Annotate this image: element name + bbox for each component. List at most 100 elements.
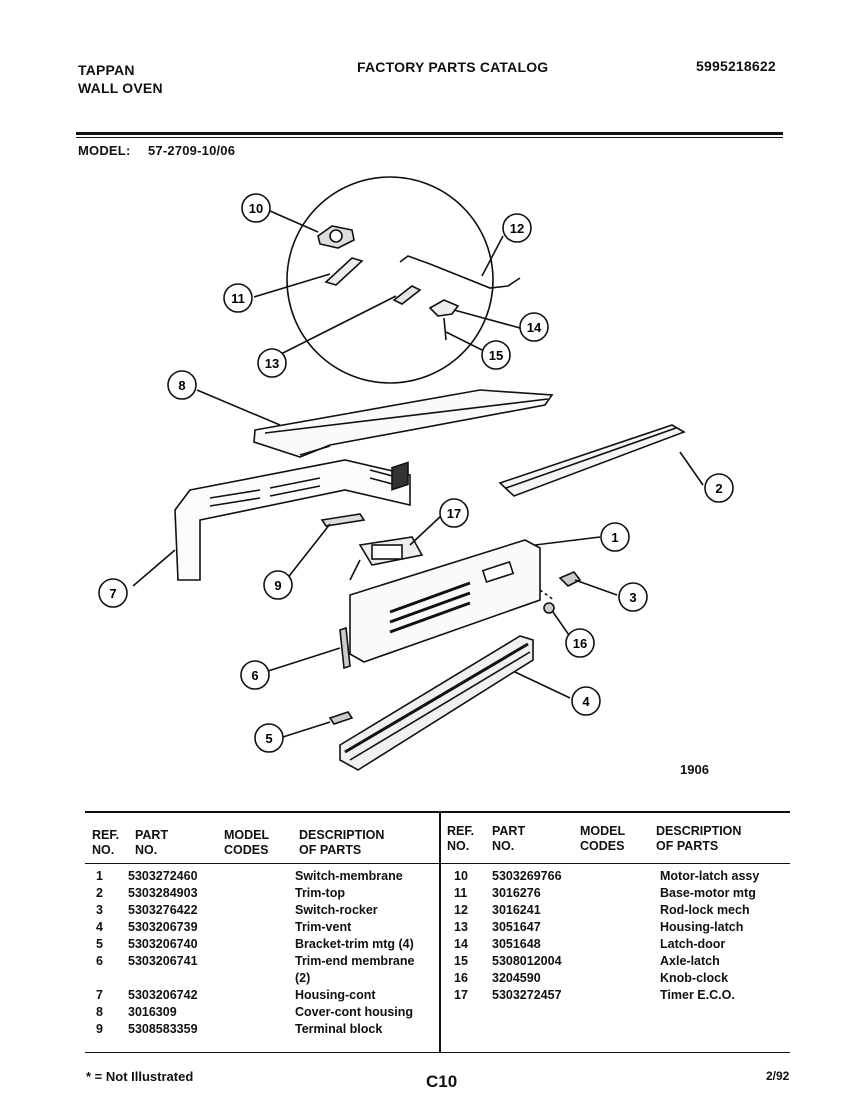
part-no: 5303206742 [128,988,198,1002]
description: Motor-latch assy [660,869,760,883]
callout-17: 17 [439,498,469,528]
svg-text:17: 17 [447,506,461,521]
part-no: 5303206739 [128,920,198,934]
ref-no: 9 [96,1022,103,1036]
callout-8: 8 [167,370,197,400]
callout-13: 13 [257,348,287,378]
callout-14: 14 [519,312,549,342]
svg-text:2: 2 [715,481,722,496]
ref-no: 12 [454,903,468,917]
description: Housing-cont [295,988,376,1002]
svg-text:12: 12 [510,221,524,236]
callout-5: 5 [254,723,284,753]
model-label: MODEL: [78,143,131,158]
table-bottom-rule [85,1052,790,1053]
part-no: 5308583359 [128,1022,198,1036]
ref-no: 3 [96,903,103,917]
callout-4: 4 [571,686,601,716]
svg-text:7: 7 [109,586,116,601]
description: Trim-end membrane [295,954,415,968]
part-no: 5303272460 [128,869,198,883]
svg-text:9: 9 [274,578,281,593]
catalog-number: 5995218622 [696,58,776,74]
right-ref-header: REF.NO. [447,824,475,853]
ref-no: 1 [96,869,103,883]
description: Trim-top [295,886,345,900]
callout-6: 6 [240,660,270,690]
ref-no: 11 [454,886,468,900]
part-no: 3051647 [492,920,541,934]
callout-1: 1 [600,522,630,552]
callout-10: 10 [241,193,271,223]
description: Base-motor mtg [660,886,756,900]
ref-no: 2 [96,886,103,900]
callout-3: 3 [618,582,648,612]
product-name: WALL OVEN [78,80,163,96]
description: Rod-lock mech [660,903,750,917]
part-no: 5303206741 [128,954,198,968]
description: (2) [295,971,311,985]
svg-text:8: 8 [178,378,185,393]
revision-date: 2/92 [766,1069,790,1083]
svg-text:13: 13 [265,356,279,371]
callout-12: 12 [502,213,532,243]
svg-text:16: 16 [573,636,587,651]
description: Trim-vent [295,920,352,934]
header-rule [76,132,783,135]
part-no: 3016276 [492,886,541,900]
description: Timer E.C.O. [660,988,735,1002]
catalog-title: FACTORY PARTS CATALOG [357,59,549,75]
callout-9: 9 [263,570,293,600]
model-value: 57-2709-10/06 [148,143,236,158]
part-no: 5303206740 [128,937,198,951]
description: Terminal block [295,1022,383,1036]
part-no: 3016309 [128,1005,177,1019]
ref-no: 7 [96,988,103,1002]
callout-15: 15 [481,340,511,370]
description: Cover-cont housing [295,1005,414,1019]
svg-text:11: 11 [231,291,245,306]
description: Switch-membrane [295,869,403,883]
svg-text:5: 5 [265,731,272,746]
svg-text:10: 10 [249,201,263,216]
page-number: C10 [426,1072,458,1091]
figure-number: 1906 [680,762,709,777]
part-no: 5308012004 [492,954,562,968]
svg-text:4: 4 [582,694,590,709]
description: Latch-door [660,937,726,951]
description: Switch-rocker [295,903,378,917]
part-no: 3051648 [492,937,541,951]
ref-no: 17 [454,988,468,1002]
detail-circle [286,176,494,384]
part-no: 5303284903 [128,886,198,900]
part-no: 3016241 [492,903,541,917]
callout-7: 7 [98,578,128,608]
svg-text:15: 15 [489,348,503,363]
part-no: 5303276422 [128,903,198,917]
ref-no: 5 [96,937,103,951]
svg-text:1: 1 [611,530,618,545]
ref-no: 16 [454,971,468,985]
svg-text:6: 6 [251,668,258,683]
exploded-parts-diagram: 10 11 12 13 14 15 8 2 17 1 7 9 3 16 6 4 … [98,176,734,771]
brand-name: TAPPAN [78,62,135,78]
ref-no: 8 [96,1005,103,1019]
ref-no: 14 [454,937,468,951]
svg-text:14: 14 [527,320,542,335]
ref-no: 15 [454,954,468,968]
part-no: 5303272457 [492,988,562,1002]
ref-no: 13 [454,920,468,934]
left-ref-header: REF.NO. [92,828,120,857]
table-divider [439,812,441,1052]
ref-no: 4 [96,920,103,934]
header-rule-thin [76,137,783,138]
description: Knob-clock [660,971,729,985]
ref-no: 6 [96,954,103,968]
not-illustrated-note: * = Not Illustrated [86,1069,194,1084]
svg-text:3: 3 [629,590,636,605]
